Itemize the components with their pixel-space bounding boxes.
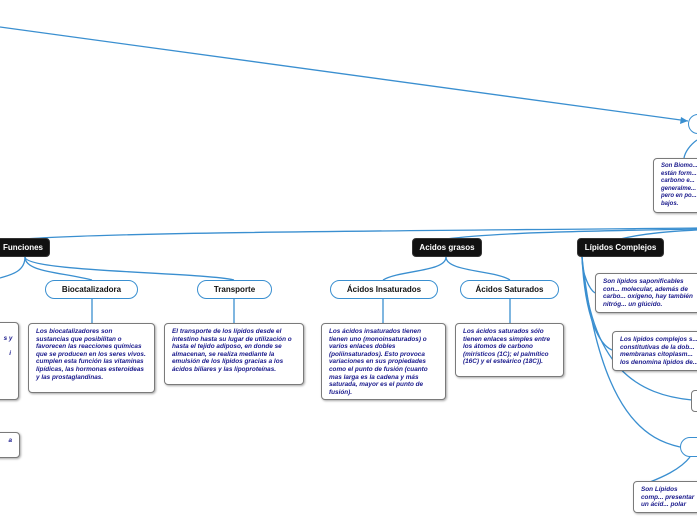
insaturados-note: Los ácidos insaturados tienen tienen uno… <box>321 323 446 400</box>
arrowhead <box>680 117 688 124</box>
saponificables-text: Son lípidos saponificables con... molecu… <box>603 278 693 308</box>
definicion-text: Son Biomo... están form... carbono e... … <box>661 163 697 207</box>
node-funciones-label: Funciones <box>2 243 43 252</box>
definicion-note: Son Biomo... están form... carbono e... … <box>653 158 697 213</box>
complejos-membranas-text: Los lípidos complejos s... constitutivas… <box>620 336 697 366</box>
complejos-membranas-note: Los lípidos complejos s... constitutivas… <box>612 331 697 371</box>
biocatalizadora-text: Los biocatalizadores son sustancias que … <box>36 328 146 381</box>
saponificables-note: Son lípidos saponificables con... molecu… <box>595 273 697 313</box>
link-trunk-lipidos <box>619 229 697 240</box>
transporte-note: El transporte de los lípidos desde el in… <box>164 323 304 385</box>
lower-right-box-1[interactable] <box>691 390 697 412</box>
lower-right-pill[interactable] <box>680 437 697 457</box>
node-acidos-grasos[interactable]: Acidos grasos <box>412 238 482 257</box>
saturados-text: Los ácidos saturados sólo tienen enlaces… <box>463 328 551 366</box>
saturados-note: Los ácidos saturados sólo tienen enlaces… <box>455 323 564 377</box>
node-transporte-label: Transporte <box>213 285 256 294</box>
link-funciones-biocat <box>24 256 93 281</box>
node-transporte[interactable]: Transporte <box>197 280 272 299</box>
biocatalizadora-note: Los biocatalizadores son sustancias que … <box>28 323 155 393</box>
link-trunk-acidos <box>445 228 697 240</box>
left-partial-text-1: s y i <box>3 334 13 357</box>
polar-note: Son Lípidos comp... presentar un ácid...… <box>633 481 697 513</box>
link-lower2-polar <box>649 456 691 483</box>
node-acidos-saturados-label: Ácidos Saturados <box>475 285 544 294</box>
link-acidos-insat <box>382 256 447 281</box>
left-partial-note-2: a <box>0 432 20 458</box>
node-acidos-insaturados-label: Ácidos Insaturados <box>346 285 422 294</box>
node-biocatalizadora[interactable]: Biocatalizadora <box>45 280 138 299</box>
link-main-to-definicion <box>683 139 697 159</box>
node-funciones[interactable]: Funciones <box>0 238 50 257</box>
polar-text: Son Lípidos comp... presentar un ácid...… <box>641 486 695 509</box>
transporte-text: El transporte de los lípidos desde el in… <box>172 328 292 373</box>
left-partial-note-1: s y i <box>0 322 19 400</box>
link-acidos-sat <box>445 256 511 281</box>
node-biocatalizadora-label: Biocatalizadora <box>61 285 122 294</box>
link-funciones-transporte <box>24 256 235 281</box>
node-acidos-saturados[interactable]: Ácidos Saturados <box>460 280 559 299</box>
node-acidos-grasos-label: Acidos grasos <box>419 243 475 252</box>
link-root-to-main <box>0 26 689 122</box>
node-acidos-insaturados[interactable]: Ácidos Insaturados <box>330 280 438 299</box>
link-funciones-left <box>0 256 26 279</box>
insaturados-text: Los ácidos insaturados tienen tienen uno… <box>329 328 428 396</box>
node-lipidos-complejos-label: Lípidos Complejos <box>584 243 657 252</box>
left-partial-text-2: a <box>8 437 12 444</box>
link-lipidos-lower2 <box>581 256 681 448</box>
link-trunk-funciones <box>24 227 697 240</box>
node-lipidos-complejos[interactable]: Lípidos Complejos <box>577 238 664 257</box>
